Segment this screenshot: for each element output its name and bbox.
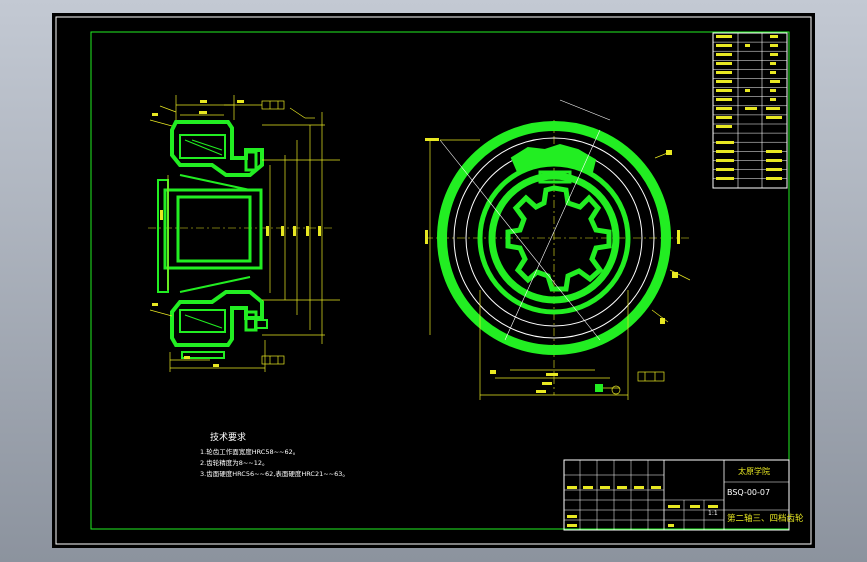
gear-parameter-table <box>712 32 788 189</box>
title-scale: 1:1 <box>708 510 718 517</box>
tech-requirement-line-3: 3.齿面硬度HRC56~~62,表面硬度HRC21~~63。 <box>200 469 349 478</box>
tech-requirement-line-2: 2.齿轮精度为8~~12。 <box>200 458 269 467</box>
title-block-frame <box>563 459 790 531</box>
inner-frame <box>90 31 790 530</box>
sheet-border <box>55 16 812 545</box>
tech-requirements-title: 技术要求 <box>210 431 246 443</box>
drawing-sheet <box>52 13 815 548</box>
front-view <box>425 99 691 400</box>
title-school: 太原学院 <box>738 466 770 476</box>
section-view <box>148 95 340 372</box>
tech-requirement-line-1: 1.轮齿工作面宽度HRC58~~62。 <box>200 447 299 456</box>
title-drawing-number: BSQ-00-07 <box>727 488 770 497</box>
title-part-name: 第二轴三、四档齿轮 <box>727 513 804 524</box>
